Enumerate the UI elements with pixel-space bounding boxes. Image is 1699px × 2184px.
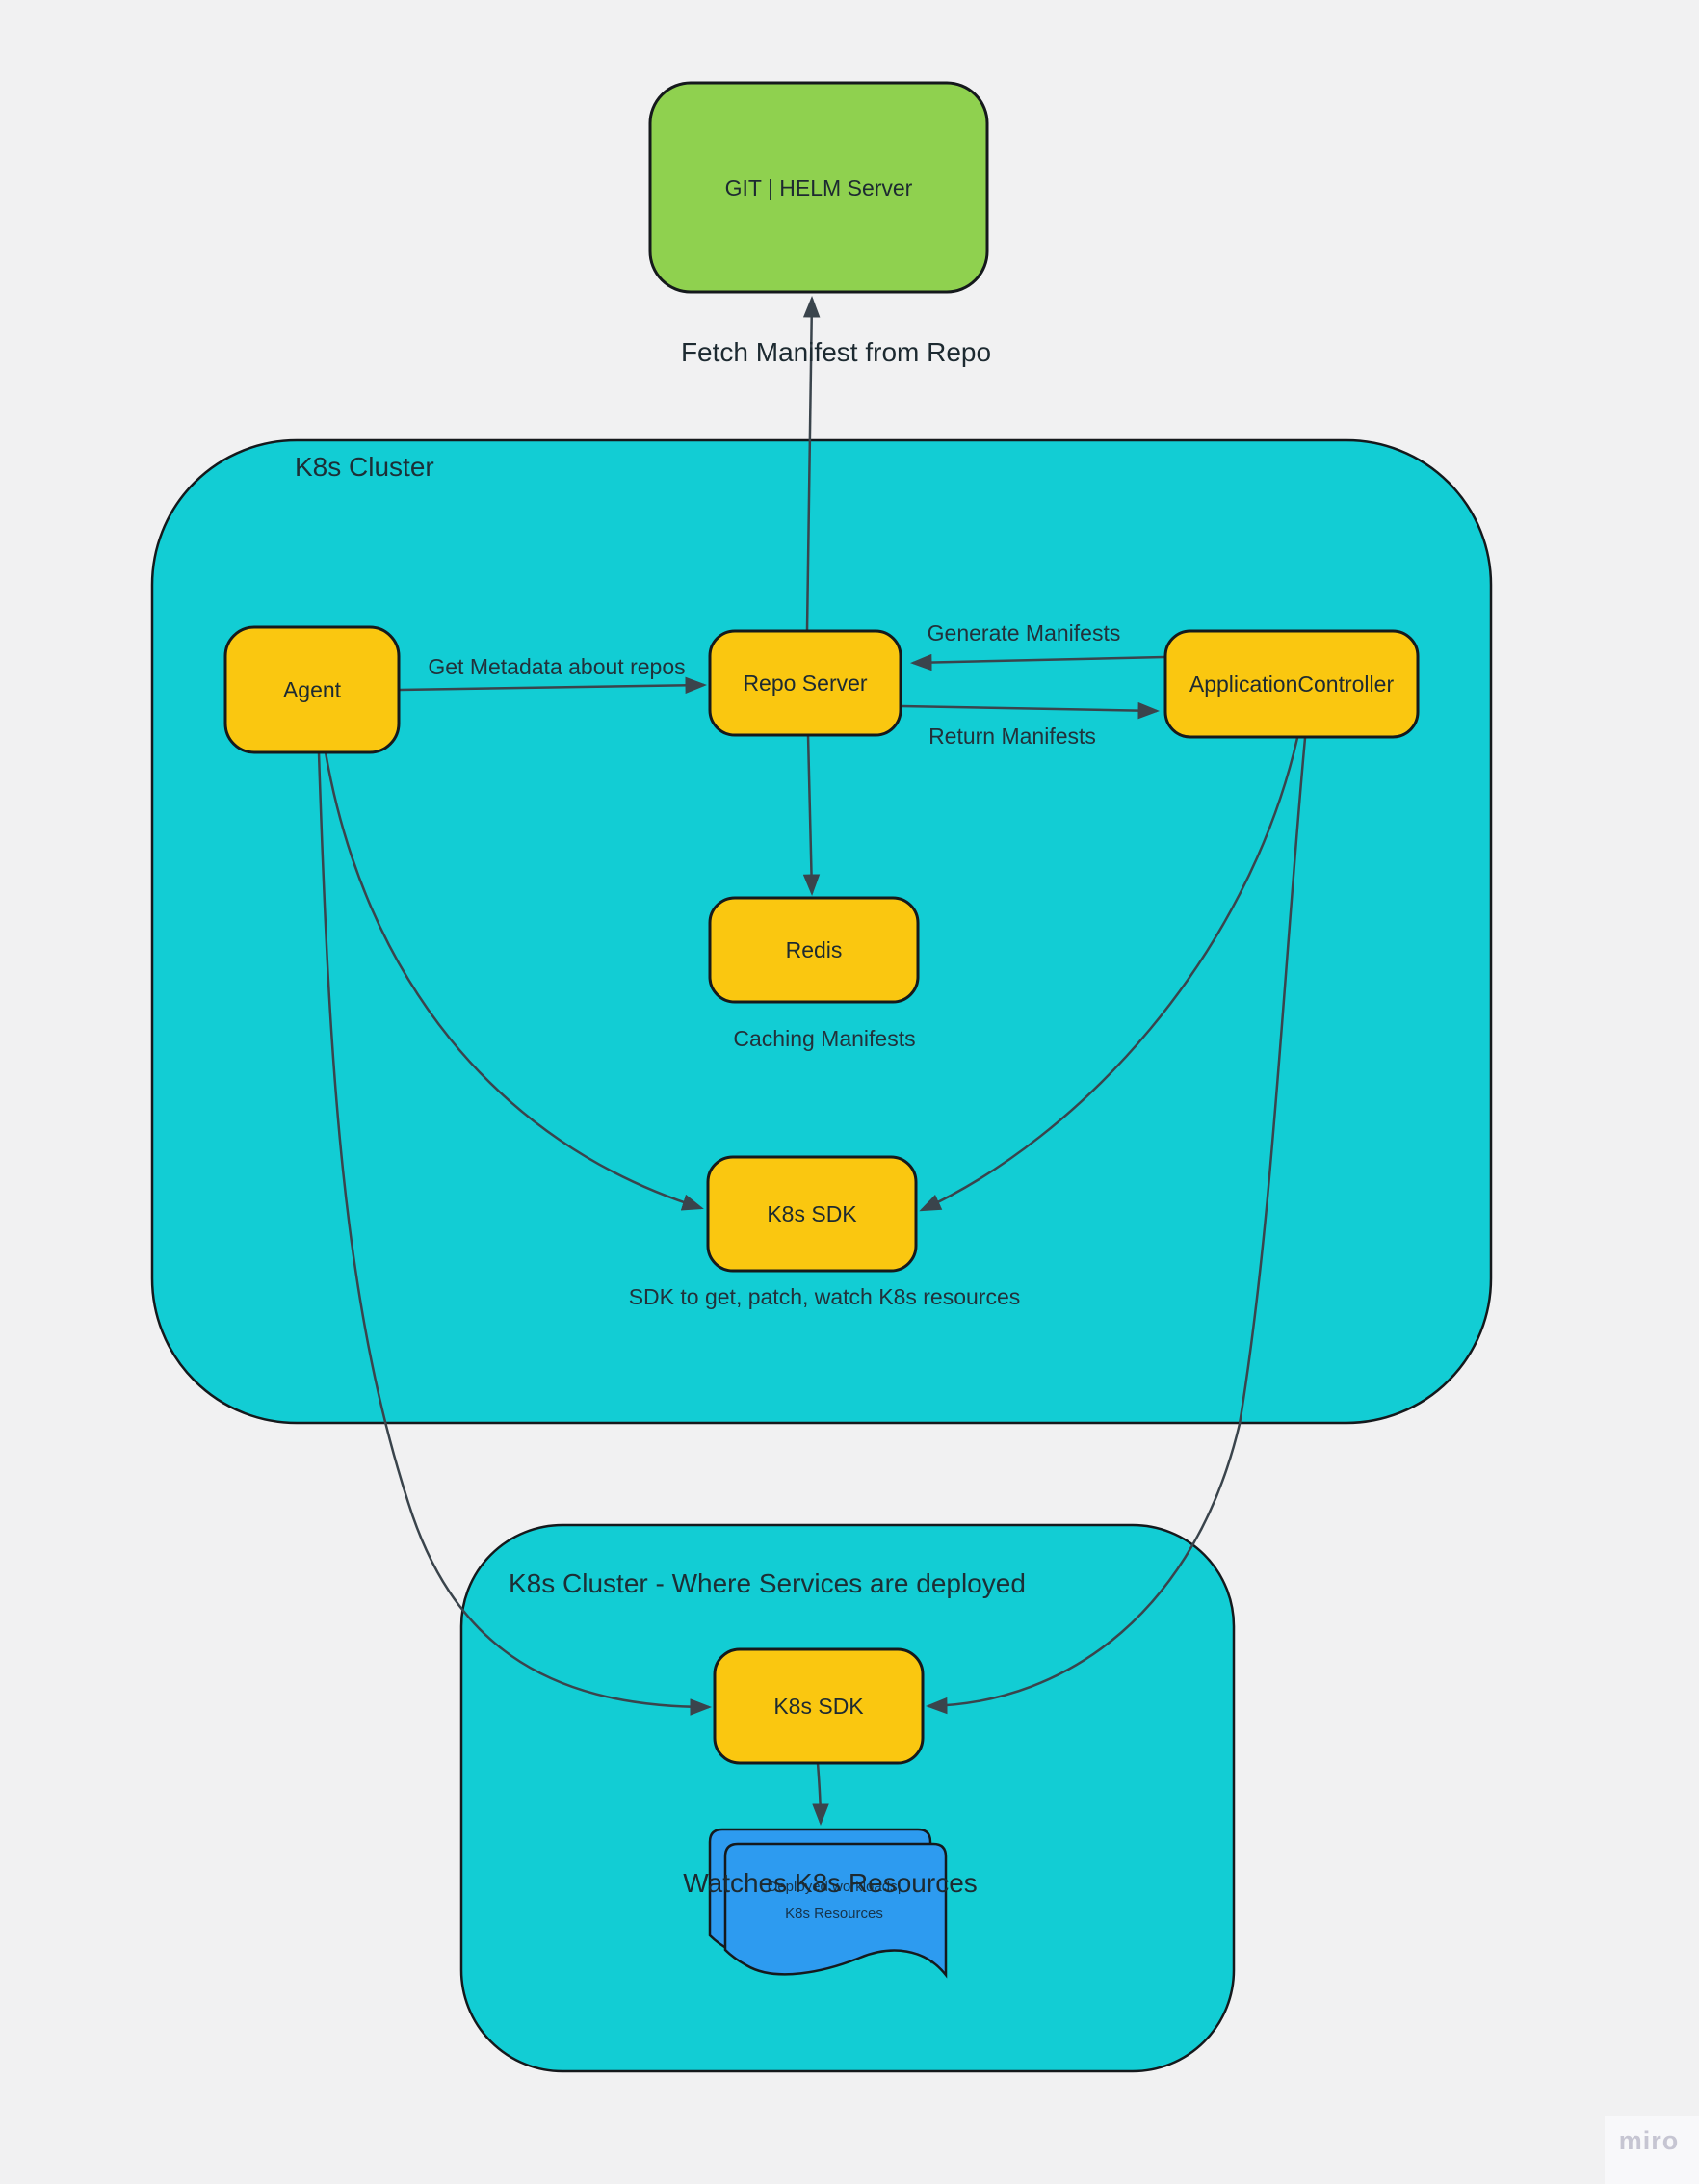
document-front-sheet xyxy=(723,1842,948,1979)
edge-application-controller-to-k8s-sdk-main[interactable] xyxy=(919,737,1299,1212)
edge-label-caching-manifests: Caching Manifests xyxy=(733,1026,915,1051)
workloads-doc-label-line2: K8s Resources xyxy=(785,1906,883,1922)
node-k8s-sdk-deploy[interactable] xyxy=(713,1647,925,1765)
edge-agent-to-repo-server[interactable] xyxy=(399,676,707,695)
node-repo-server[interactable] xyxy=(708,629,902,737)
node-k8s-sdk-deploy-label: K8s SDK xyxy=(773,1694,864,1719)
node-git-helm-server[interactable] xyxy=(648,81,989,294)
edge-label-watches-resources: Watches K8s Resources xyxy=(683,1868,978,1898)
edge-application-controller-to-k8s-sdk-deploy[interactable] xyxy=(926,737,1307,1715)
edge-repo-server-to-application-controller[interactable] xyxy=(901,701,1160,720)
node-git-helm-server-label: GIT | HELM Server xyxy=(725,175,913,200)
edge-application-controller-to-repo-server[interactable] xyxy=(910,653,1165,671)
edge-agent-to-k8s-sdk-deploy[interactable] xyxy=(317,751,712,1716)
cluster-k8s-deploy-title: K8s Cluster - Where Services are deploye… xyxy=(509,1568,1026,1598)
node-agent[interactable] xyxy=(223,625,401,754)
node-redis-label: Redis xyxy=(786,937,843,962)
node-deployed-workloads-doc[interactable]: Deployed workloads| K8s Resources xyxy=(708,1828,948,1979)
edge-repo-server-to-git-helm[interactable] xyxy=(802,296,821,632)
edge-label-generate-manifests: Generate Manifests xyxy=(928,620,1121,645)
node-k8s-sdk-main-label: K8s SDK xyxy=(767,1201,857,1226)
node-k8s-sdk-main[interactable] xyxy=(706,1155,918,1273)
miro-watermark-badge xyxy=(1605,2116,1699,2184)
cluster-k8s-main-title: K8s Cluster xyxy=(295,452,434,482)
node-agent-label: Agent xyxy=(283,677,342,702)
miro-watermark-label: miro xyxy=(1619,2126,1680,2155)
edge-label-sdk-caption: SDK to get, patch, watch K8s resources xyxy=(629,1284,1021,1309)
miro-watermark: miro xyxy=(1605,2116,1699,2184)
cluster-k8s-deploy[interactable] xyxy=(459,1523,1236,2073)
edge-label-get-metadata: Get Metadata about repos xyxy=(428,654,685,679)
edge-agent-to-k8s-sdk-main[interactable] xyxy=(324,751,704,1211)
node-repo-server-label: Repo Server xyxy=(743,671,867,696)
edge-repo-server-to-redis[interactable] xyxy=(802,734,821,896)
edge-k8s-sdk-deploy-to-workloads[interactable] xyxy=(812,1762,829,1826)
node-application-controller-label: ApplicationController xyxy=(1189,671,1395,697)
edge-label-fetch-manifest: Fetch Manifest from Repo xyxy=(681,337,991,367)
workloads-doc-label-line1: Deployed workloads| xyxy=(768,1879,902,1895)
edges-layer xyxy=(317,296,1307,1826)
edge-label-return-manifests: Return Manifests xyxy=(928,724,1096,749)
node-application-controller[interactable] xyxy=(1163,629,1420,739)
node-redis[interactable] xyxy=(708,896,920,1004)
